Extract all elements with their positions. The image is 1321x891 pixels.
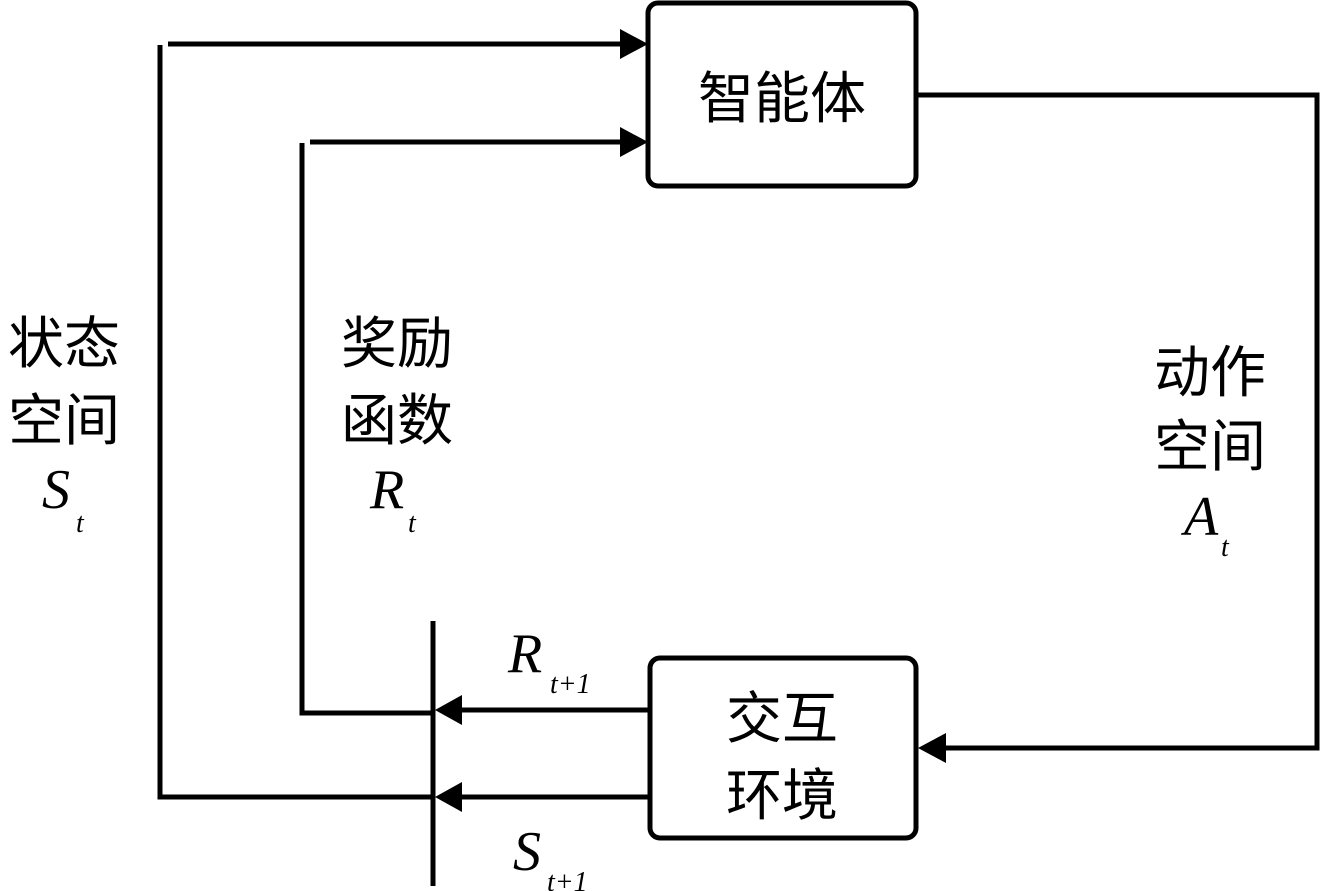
action-space-subscript: t	[1221, 532, 1230, 563]
state-space-label-line2: 空间	[8, 389, 120, 454]
reward-function-label-line2: 函数	[341, 389, 453, 454]
reward-feedback-line	[299, 143, 433, 716]
action-line	[916, 92, 1320, 751]
reward-function-subscript: t	[408, 508, 417, 539]
reward-input-arrowhead	[620, 127, 648, 157]
action-space-label-line1: 动作	[1154, 341, 1266, 406]
state-feedback-line	[157, 45, 433, 800]
state-space-symbol: S	[42, 459, 70, 521]
reward-next-arrowhead	[435, 695, 462, 725]
action-space-label-line2: 空间	[1154, 415, 1266, 480]
state-next-subscript: t+1	[547, 867, 588, 891]
state-space-subscript: t	[76, 508, 85, 539]
agent-label: 智能体	[698, 67, 866, 132]
environment-box	[647, 655, 919, 841]
state-input-arrowhead	[620, 29, 648, 59]
environment-label-line1: 交互	[726, 687, 838, 752]
action-space-symbol: A	[1180, 486, 1219, 548]
reward-next-subscript: t+1	[550, 669, 591, 700]
reward-next-symbol: R	[507, 623, 542, 685]
action-arrowhead	[918, 733, 946, 763]
environment-label-line2: 环境	[726, 764, 838, 829]
state-next-symbol: S	[513, 821, 541, 883]
reward-function-symbol: R	[369, 459, 404, 521]
state-next-arrowhead	[435, 782, 462, 812]
reward-function-label-line1: 奖励	[341, 312, 453, 377]
state-space-label-line1: 状态	[8, 312, 120, 377]
